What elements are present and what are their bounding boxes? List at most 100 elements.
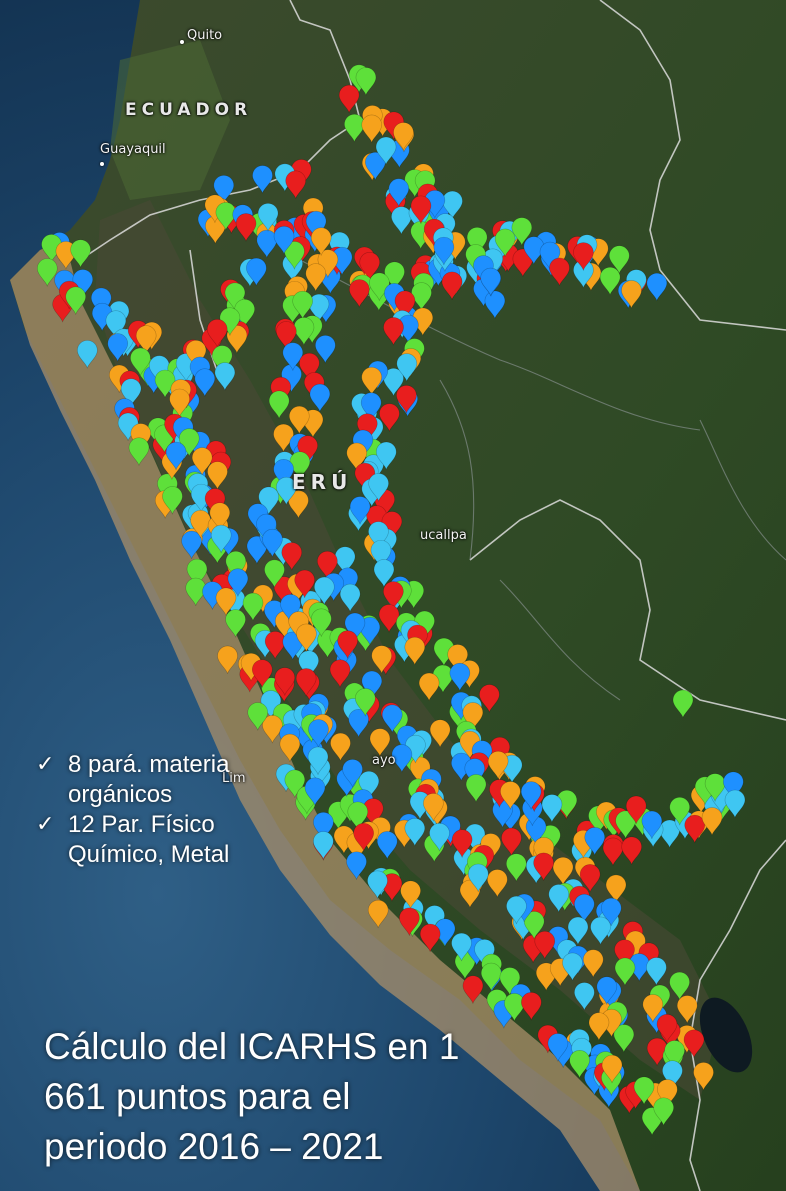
- monitoring-point-marker: [429, 719, 451, 748]
- monitoring-point-marker: [569, 1049, 590, 1079]
- monitoring-point-marker: [605, 874, 627, 903]
- monitoring-point-marker: [368, 473, 389, 502]
- monitoring-point-marker: [70, 239, 91, 268]
- monitoring-point-marker: [206, 318, 228, 348]
- monitoring-point-marker: [684, 814, 706, 844]
- monitoring-point-marker: [308, 293, 330, 323]
- coastal-desert: [10, 240, 640, 1191]
- checklist-item-physicochemical: ✓ 12 Par. Físico Químico, Metal: [36, 810, 256, 870]
- monitoring-point-marker: [574, 893, 595, 923]
- monitoring-point-marker: [506, 895, 527, 925]
- monitoring-point-marker: [701, 807, 723, 836]
- monitoring-point-marker: [384, 261, 405, 290]
- monitoring-point-marker: [242, 592, 264, 622]
- monitoring-point-marker: [547, 1033, 569, 1062]
- monitoring-point-marker: [36, 258, 58, 287]
- monitoring-point-marker: [288, 405, 310, 435]
- monitoring-point-marker: [567, 916, 589, 946]
- monitoring-point-marker: [365, 151, 386, 181]
- monitoring-point-marker: [423, 793, 444, 822]
- monitoring-point-marker: [487, 750, 509, 780]
- map-label-huancayo: ayo: [372, 753, 396, 768]
- monitoring-point-marker: [621, 836, 642, 865]
- monitoring-point-marker: [296, 623, 317, 652]
- monitoring-point-marker: [299, 352, 320, 382]
- monitoring-point-marker: [225, 609, 246, 638]
- guayaquil-dot: [100, 162, 104, 166]
- checklist-text-physicochemical: 12 Par. Físico Químico, Metal: [68, 811, 230, 868]
- monitoring-point-marker: [599, 266, 621, 296]
- monitoring-point-marker: [367, 899, 389, 929]
- monitoring-point-marker: [588, 1012, 610, 1041]
- monitoring-point-marker: [256, 229, 278, 259]
- monitoring-point-marker: [621, 280, 642, 309]
- monitoring-point-marker: [257, 203, 279, 232]
- monitoring-point-marker: [383, 581, 404, 610]
- monitoring-point-marker: [676, 995, 698, 1024]
- monitoring-point-marker: [361, 114, 383, 143]
- monitoring-point-marker: [348, 709, 369, 738]
- monitoring-point-marker: [653, 1097, 674, 1126]
- monitoring-point-marker: [480, 267, 501, 297]
- monitoring-point-marker: [349, 496, 371, 525]
- monitoring-point-marker: [434, 918, 456, 947]
- monitoring-point-marker: [355, 67, 377, 96]
- monitoring-point-marker: [251, 659, 273, 688]
- monitoring-point-marker: [285, 170, 306, 199]
- caption: Cálculo del ICARHS en 1 661 puntos para …: [44, 1026, 460, 1167]
- monitoring-point-marker: [337, 630, 358, 659]
- monitoring-point-marker: [419, 923, 441, 953]
- monitoring-point-marker: [499, 967, 521, 996]
- monitoring-point-marker: [391, 206, 412, 235]
- monitoring-point-marker: [181, 530, 202, 560]
- quito-dot: [180, 40, 184, 44]
- monitoring-point-marker: [398, 314, 419, 344]
- monitoring-point-marker: [590, 916, 611, 946]
- monitoring-point-marker: [672, 689, 694, 719]
- monitoring-point-marker: [393, 122, 414, 151]
- monitoring-point-marker: [210, 524, 232, 554]
- monitoring-point-marker: [506, 853, 527, 882]
- monitoring-point-marker: [399, 907, 420, 936]
- monitoring-point-marker: [130, 347, 151, 377]
- monitoring-point-marker: [375, 136, 397, 166]
- checkmark-icon: ✓: [36, 812, 55, 837]
- monitoring-point-marker: [289, 451, 311, 480]
- monitoring-point-markers: [36, 64, 746, 1136]
- monitoring-point-marker: [480, 962, 502, 992]
- monitoring-point-marker: [411, 282, 432, 311]
- monitoring-point-marker: [574, 982, 595, 1011]
- monitoring-point-marker: [217, 645, 238, 675]
- monitoring-point-marker: [549, 257, 570, 287]
- monitoring-point-marker: [209, 502, 231, 531]
- monitoring-point-marker: [646, 957, 667, 986]
- monitoring-point-marker: [579, 864, 601, 893]
- monitoring-point-marker: [246, 257, 267, 287]
- monitoring-point-marker: [584, 827, 606, 856]
- monitoring-point-marker: [582, 949, 604, 978]
- map-label-ecuador: ECUADOR: [125, 100, 253, 120]
- monitoring-point-marker: [65, 286, 87, 315]
- monitoring-point-marker: [504, 993, 525, 1022]
- monitoring-point-marker: [307, 746, 329, 775]
- monitoring-point-marker: [659, 819, 680, 849]
- monitoring-point-marker: [276, 476, 297, 506]
- monitoring-point-marker: [405, 734, 426, 764]
- monitoring-point-marker: [227, 568, 249, 597]
- monitoring-point-marker: [329, 659, 351, 688]
- monitoring-point-marker: [310, 227, 332, 256]
- monitoring-point-marker: [404, 818, 426, 847]
- parameter-checklist: ✓ 8 pará. materia orgánicos ✓ 12 Par. Fí…: [36, 750, 256, 870]
- monitoring-point-marker: [339, 583, 361, 613]
- monitoring-point-marker: [383, 368, 404, 397]
- monitoring-point-marker: [521, 992, 542, 1021]
- monitoring-point-marker: [442, 190, 463, 220]
- monitoring-point-marker: [432, 664, 454, 694]
- monitoring-point-marker: [573, 242, 594, 271]
- monitoring-point-marker: [369, 728, 391, 757]
- monitoring-point-marker: [396, 385, 417, 414]
- monitoring-point-marker: [191, 447, 213, 476]
- monitoring-point-marker: [361, 366, 383, 396]
- monitoring-point-marker: [534, 930, 556, 960]
- monitoring-point-marker: [280, 594, 301, 623]
